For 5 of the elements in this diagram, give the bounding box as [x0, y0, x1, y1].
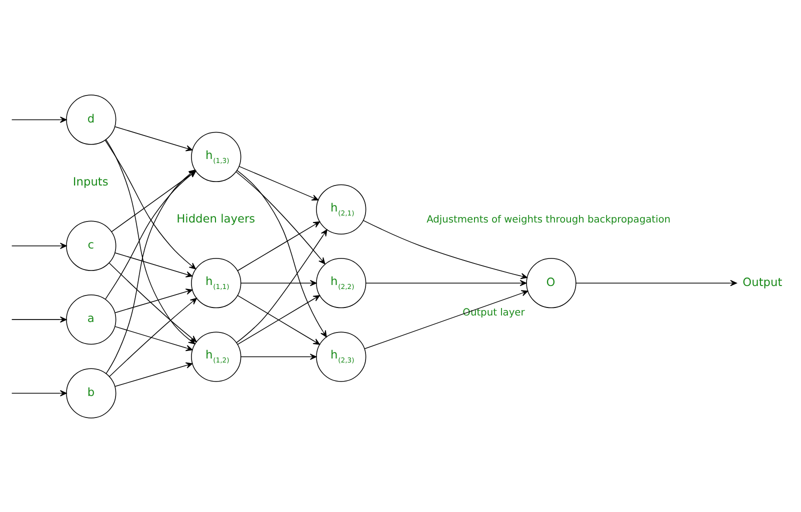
label: Hidden layers	[176, 211, 256, 226]
node-label: Output layer	[462, 307, 525, 318]
label: Adjustments of weights through backpropagation	[426, 214, 671, 226]
node-text: Output	[742, 274, 782, 288]
label: Inputs	[72, 174, 108, 188]
